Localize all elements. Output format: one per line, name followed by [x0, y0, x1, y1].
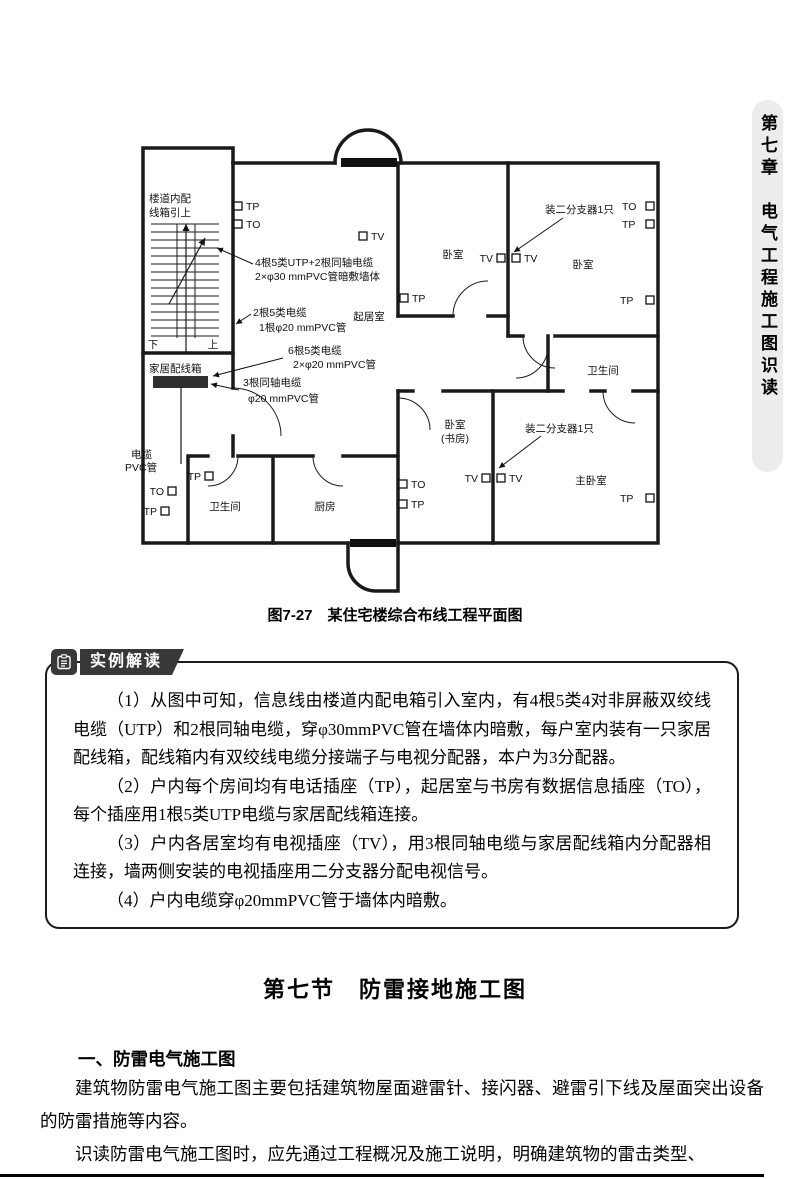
outlet-box: [398, 499, 408, 509]
figure-caption: 图7-27 某住宅楼综合布线工程平面图: [267, 607, 523, 624]
cable-riser-arrow: [168, 237, 206, 305]
example-title: 实例解读: [80, 649, 184, 675]
subsection-title: 一、防雷电气施工图: [78, 1049, 236, 1069]
outlet-box: [398, 479, 408, 489]
outlet-symbols: [160, 201, 655, 516]
example-paragraph-4: （4）户内电缆穿φ20mmPVC管于墙体内暗敷。: [107, 890, 457, 910]
outlet-box: [645, 201, 655, 211]
outer-walls: [141, 161, 660, 545]
outlet-label-tv: TV: [509, 473, 522, 485]
stair-up-label: 上: [208, 339, 219, 351]
splitter-note-bottom: 装二分支器1只: [525, 422, 594, 435]
balcony-arc: [333, 128, 403, 165]
outlet-box: [358, 231, 368, 241]
cable-note-2a: 2根5类电缆: [253, 306, 307, 319]
stairs: [151, 223, 219, 338]
room-label-bathroom: 卫生间: [587, 364, 619, 377]
example-box: 实例解读 （1）从图中可知，信息线由楼道内配电箱引入室内，有4根5类4对非屏蔽双…: [45, 649, 739, 929]
floor-plan-svg: 楼道内配 线箱引上 TP TO TV TP TV TV TO TP TP TO …: [125, 128, 660, 593]
splitter-note-top: 装二分支器1只: [545, 203, 614, 216]
cable-note-1a: 4根5类UTP+2根同轴电缆: [255, 256, 374, 269]
outlet-label-tv: TV: [371, 231, 384, 243]
bottom-door-threshold: [350, 539, 396, 547]
body-paragraph-2: 识读防雷电气施工图时，应先通过工程概况及施工说明，明确建筑物的雷击类型、: [75, 1144, 705, 1164]
cable-note-4a: 3根同轴电缆: [243, 376, 302, 389]
example-header: 实例解读: [51, 649, 184, 675]
home-distribution-box: [153, 376, 208, 388]
stairwell-walls: [141, 146, 235, 355]
outlet-label-tp: TP: [411, 499, 424, 511]
cable-note-3a: 6根5类电缆: [288, 344, 342, 357]
chapter-title: 电气工程施工图识读: [758, 202, 777, 400]
outlet-label-tp: TP: [246, 201, 259, 213]
room-label-bedroom: 卧室: [443, 248, 464, 261]
outlet-label-to: TO: [411, 479, 425, 491]
room-label-master: 主卧室: [575, 474, 607, 487]
example-paragraph-1: （1）从图中可知，信息线由楼道内配电箱引入室内，有4根5类4对非屏蔽双绞线电缆（…: [73, 691, 711, 767]
outlet-box: [645, 493, 655, 503]
leader-lines: [210, 217, 564, 469]
door-arcs: [207, 280, 636, 487]
chapter-number: 第七章: [758, 114, 777, 180]
pvc-label-2: PVC管: [125, 461, 157, 474]
room-label-study-1: 卧室: [445, 418, 466, 431]
bottom-rule: [0, 1174, 764, 1177]
body-text: 建筑物防雷电气施工图主要包括建筑物屋面避雷针、接闪器、避雷引下线及屋面突出设备的…: [40, 1072, 764, 1171]
outlet-box: [399, 293, 409, 303]
outlet-box: [496, 473, 506, 483]
cable-note-2b: 1根φ20 mmPVC管: [259, 321, 346, 334]
body-paragraph-1: 建筑物防雷电气施工图主要包括建筑物屋面避雷针、接闪器、避雷引下线及屋面突出设备的…: [40, 1078, 764, 1131]
bottom-bump: [346, 541, 400, 593]
chapter-tab: 第七章 电气工程施工图识读: [752, 100, 783, 472]
bottomleft-walls: [186, 454, 400, 545]
outlet-box: [645, 219, 655, 229]
room-label-kitchen: 厨房: [315, 500, 336, 513]
room-label-bathroom: 卫生间: [209, 500, 241, 513]
section-title: 第七节 防雷接地施工图: [262, 977, 527, 1002]
room-label-living: 起居室: [353, 310, 385, 323]
outlet-label-tv: TV: [524, 253, 537, 265]
outlet-box: [481, 473, 491, 483]
stair-down-label: 下: [148, 339, 159, 351]
outlet-box: [233, 219, 243, 229]
outlet-label-tv: TV: [465, 473, 478, 485]
room-label-bedroom: 卧室: [573, 258, 594, 271]
outlet-box: [511, 253, 521, 263]
outlet-box: [204, 471, 214, 481]
outlet-label-tp: TP: [144, 506, 157, 518]
outlet-box: [645, 295, 655, 305]
walls: [141, 128, 660, 593]
corridor-box-label-1: 楼道内配: [149, 192, 191, 205]
pvc-label-1: 电缆: [131, 448, 152, 461]
corridor-box-label-2: 线箱引上: [149, 206, 191, 219]
floor-plan-figure: 楼道内配 线箱引上 TP TO TV TP TV TV TO TP TP TO …: [113, 106, 673, 603]
outlet-label-tp: TP: [622, 219, 635, 231]
outlet-label-tp: TP: [620, 295, 633, 307]
interior-horizontal-walls: [396, 314, 660, 393]
outlet-label-to: TO: [150, 486, 164, 498]
clipboard-icon: [51, 649, 77, 675]
outlet-label-to: TO: [622, 201, 636, 213]
top-door-threshold: [341, 158, 397, 167]
room-label-study-2: (书房): [441, 432, 469, 445]
home-box-label: 家居配线箱: [149, 362, 202, 375]
outlet-label-tp: TP: [412, 293, 425, 305]
outlet-box: [496, 253, 506, 263]
outlet-box: [233, 201, 243, 211]
outlet-label-tv: TV: [480, 253, 493, 265]
outlet-label-tp: TP: [620, 493, 633, 505]
example-paragraph-3: （3）户内各居室均有电视插座（TV），用3根同轴电缆与家居配线箱内分配器相连接，…: [73, 833, 711, 882]
outlet-box: [160, 506, 170, 516]
example-paragraph-2: （2）户内每个房间均有电话插座（TP），起居室与书房有数据信息插座（TO），每个…: [73, 776, 711, 825]
cable-note-3b: 2×φ20 mmPVC管: [293, 358, 376, 371]
cable-note-1b: 2×φ30 mmPVC管暗敷墙体: [255, 270, 380, 283]
outlet-label-tp: TP: [188, 471, 201, 483]
outlet-label-to: TO: [246, 219, 260, 231]
interior-vertical-walls: [396, 161, 550, 545]
cable-note-4b: φ20 mmPVC管: [248, 392, 319, 405]
outlet-box: [167, 486, 177, 496]
